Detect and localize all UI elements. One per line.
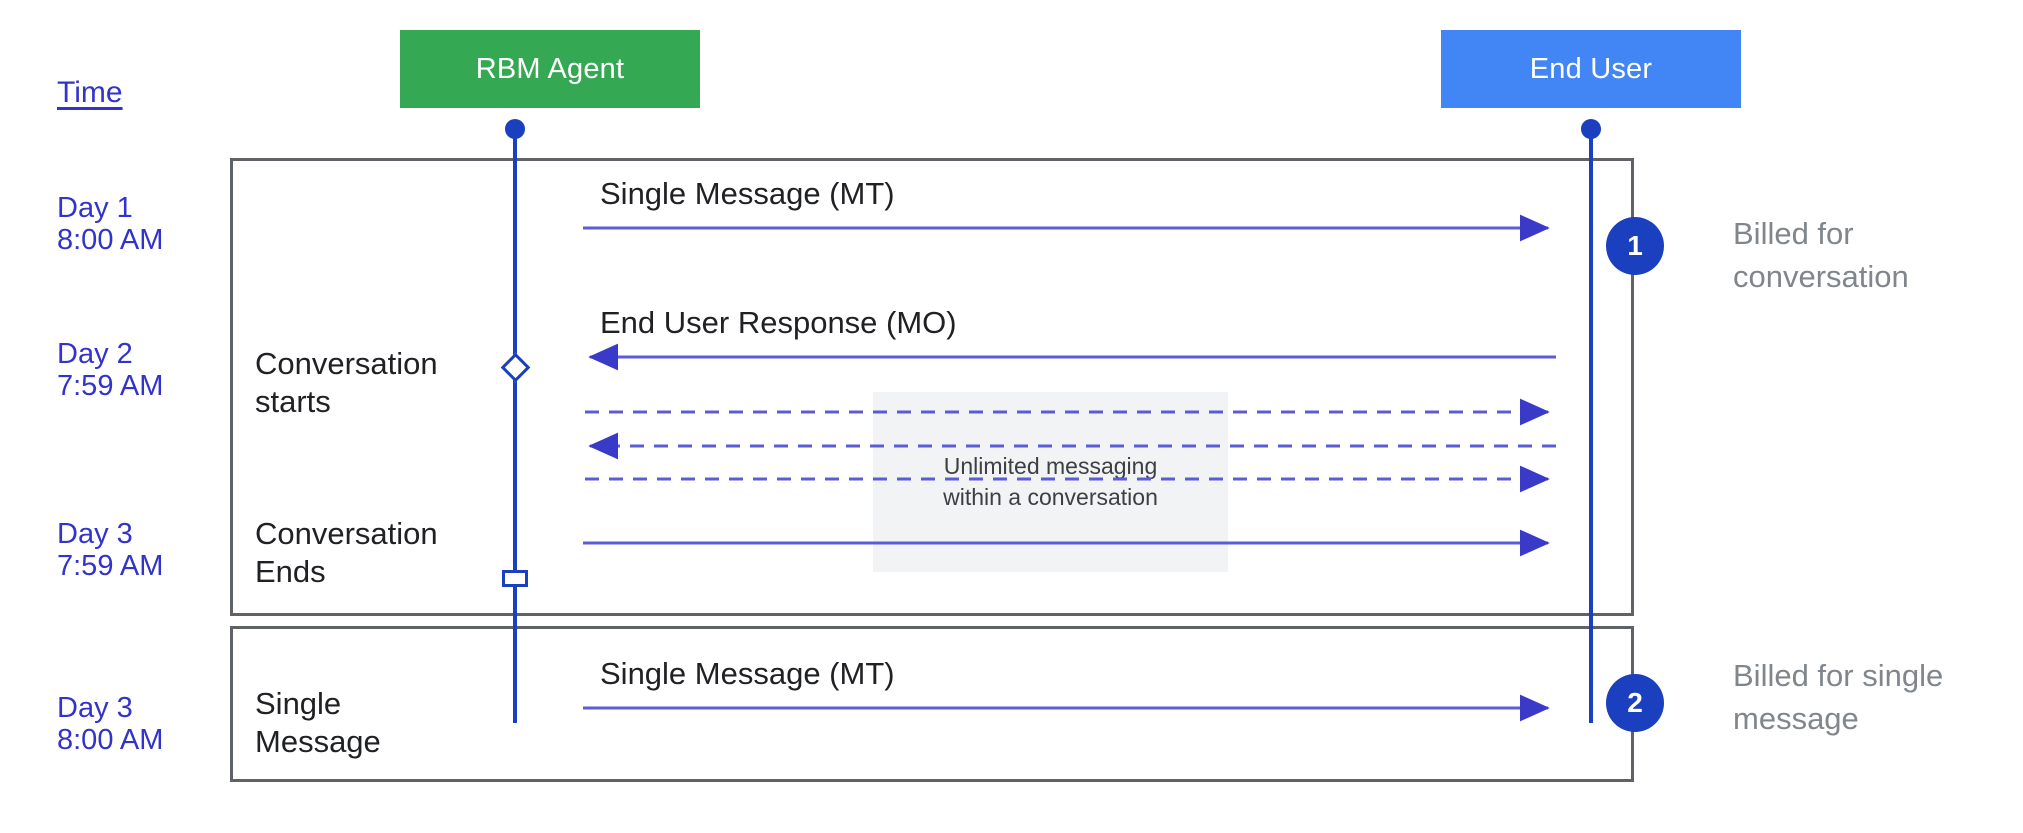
unlimited-messaging-note-line1: Unlimited messaging xyxy=(943,452,1158,479)
conversation-ends-label-line2: Ends xyxy=(255,553,326,589)
time-label-day2-time: 7:59 AM xyxy=(57,370,164,403)
callout-text-1: Billed for conversation xyxy=(1733,213,1909,299)
time-label-day1-time: 8:00 AM xyxy=(57,224,164,257)
conversation-frame xyxy=(230,158,1634,616)
conversation-ends-label-line1: Conversation xyxy=(255,516,438,551)
lifeline-end-user xyxy=(1589,128,1593,723)
single-message-label-line1: Single xyxy=(255,686,342,721)
single-message-label: Single Message xyxy=(255,685,381,761)
conversation-end-marker-icon xyxy=(502,570,528,587)
conversation-starts-label-line1: Conversation xyxy=(255,346,438,381)
time-label-day3-single-time: 8:00 AM xyxy=(57,724,164,757)
time-label-day2: Day 2 7:59 AM xyxy=(57,338,163,403)
time-label-day3-single-day: Day 3 xyxy=(57,692,133,724)
message-label-msg-2: End User Response (MO) xyxy=(600,305,957,340)
callout-text-2: Billed for single message xyxy=(1733,655,1943,741)
time-label-day3-single: Day 3 8:00 AM xyxy=(57,692,163,757)
message-label-msg-1: Single Message (MT) xyxy=(600,176,895,211)
time-label-day2-day: Day 2 xyxy=(57,338,133,370)
time-label-day3-end-time: 7:59 AM xyxy=(57,550,164,583)
callout-text-1-line1: Billed for xyxy=(1733,216,1854,251)
unlimited-messaging-note-line2: within a conversation xyxy=(943,484,1158,510)
callout-badge-1[interactable]: 1 xyxy=(1606,217,1664,275)
callout-text-2-line2: message xyxy=(1733,700,1859,736)
message-label-msg-7: Single Message (MT) xyxy=(600,656,895,691)
time-label-day1: Day 1 8:00 AM xyxy=(57,192,163,257)
time-label-day3-end-day: Day 3 xyxy=(57,518,133,550)
time-label-day1-day: Day 1 xyxy=(57,192,133,224)
conversation-starts-label: Conversation starts xyxy=(255,345,438,421)
lifeline-rbm-agent xyxy=(513,128,517,723)
callout-text-1-line2: conversation xyxy=(1733,258,1909,294)
conversation-ends-label: Conversation Ends xyxy=(255,515,438,591)
actor-box-end-user[interactable]: End User xyxy=(1441,30,1741,108)
callout-text-2-line1: Billed for single xyxy=(1733,658,1944,693)
time-label-day3-end: Day 3 7:59 AM xyxy=(57,518,163,583)
conversation-starts-label-line2: starts xyxy=(255,383,331,419)
actor-box-rbm-agent[interactable]: RBM Agent xyxy=(400,30,700,108)
single-message-label-line2: Message xyxy=(255,723,381,759)
time-column-header: Time xyxy=(57,76,123,109)
callout-badge-2[interactable]: 2 xyxy=(1606,674,1664,732)
